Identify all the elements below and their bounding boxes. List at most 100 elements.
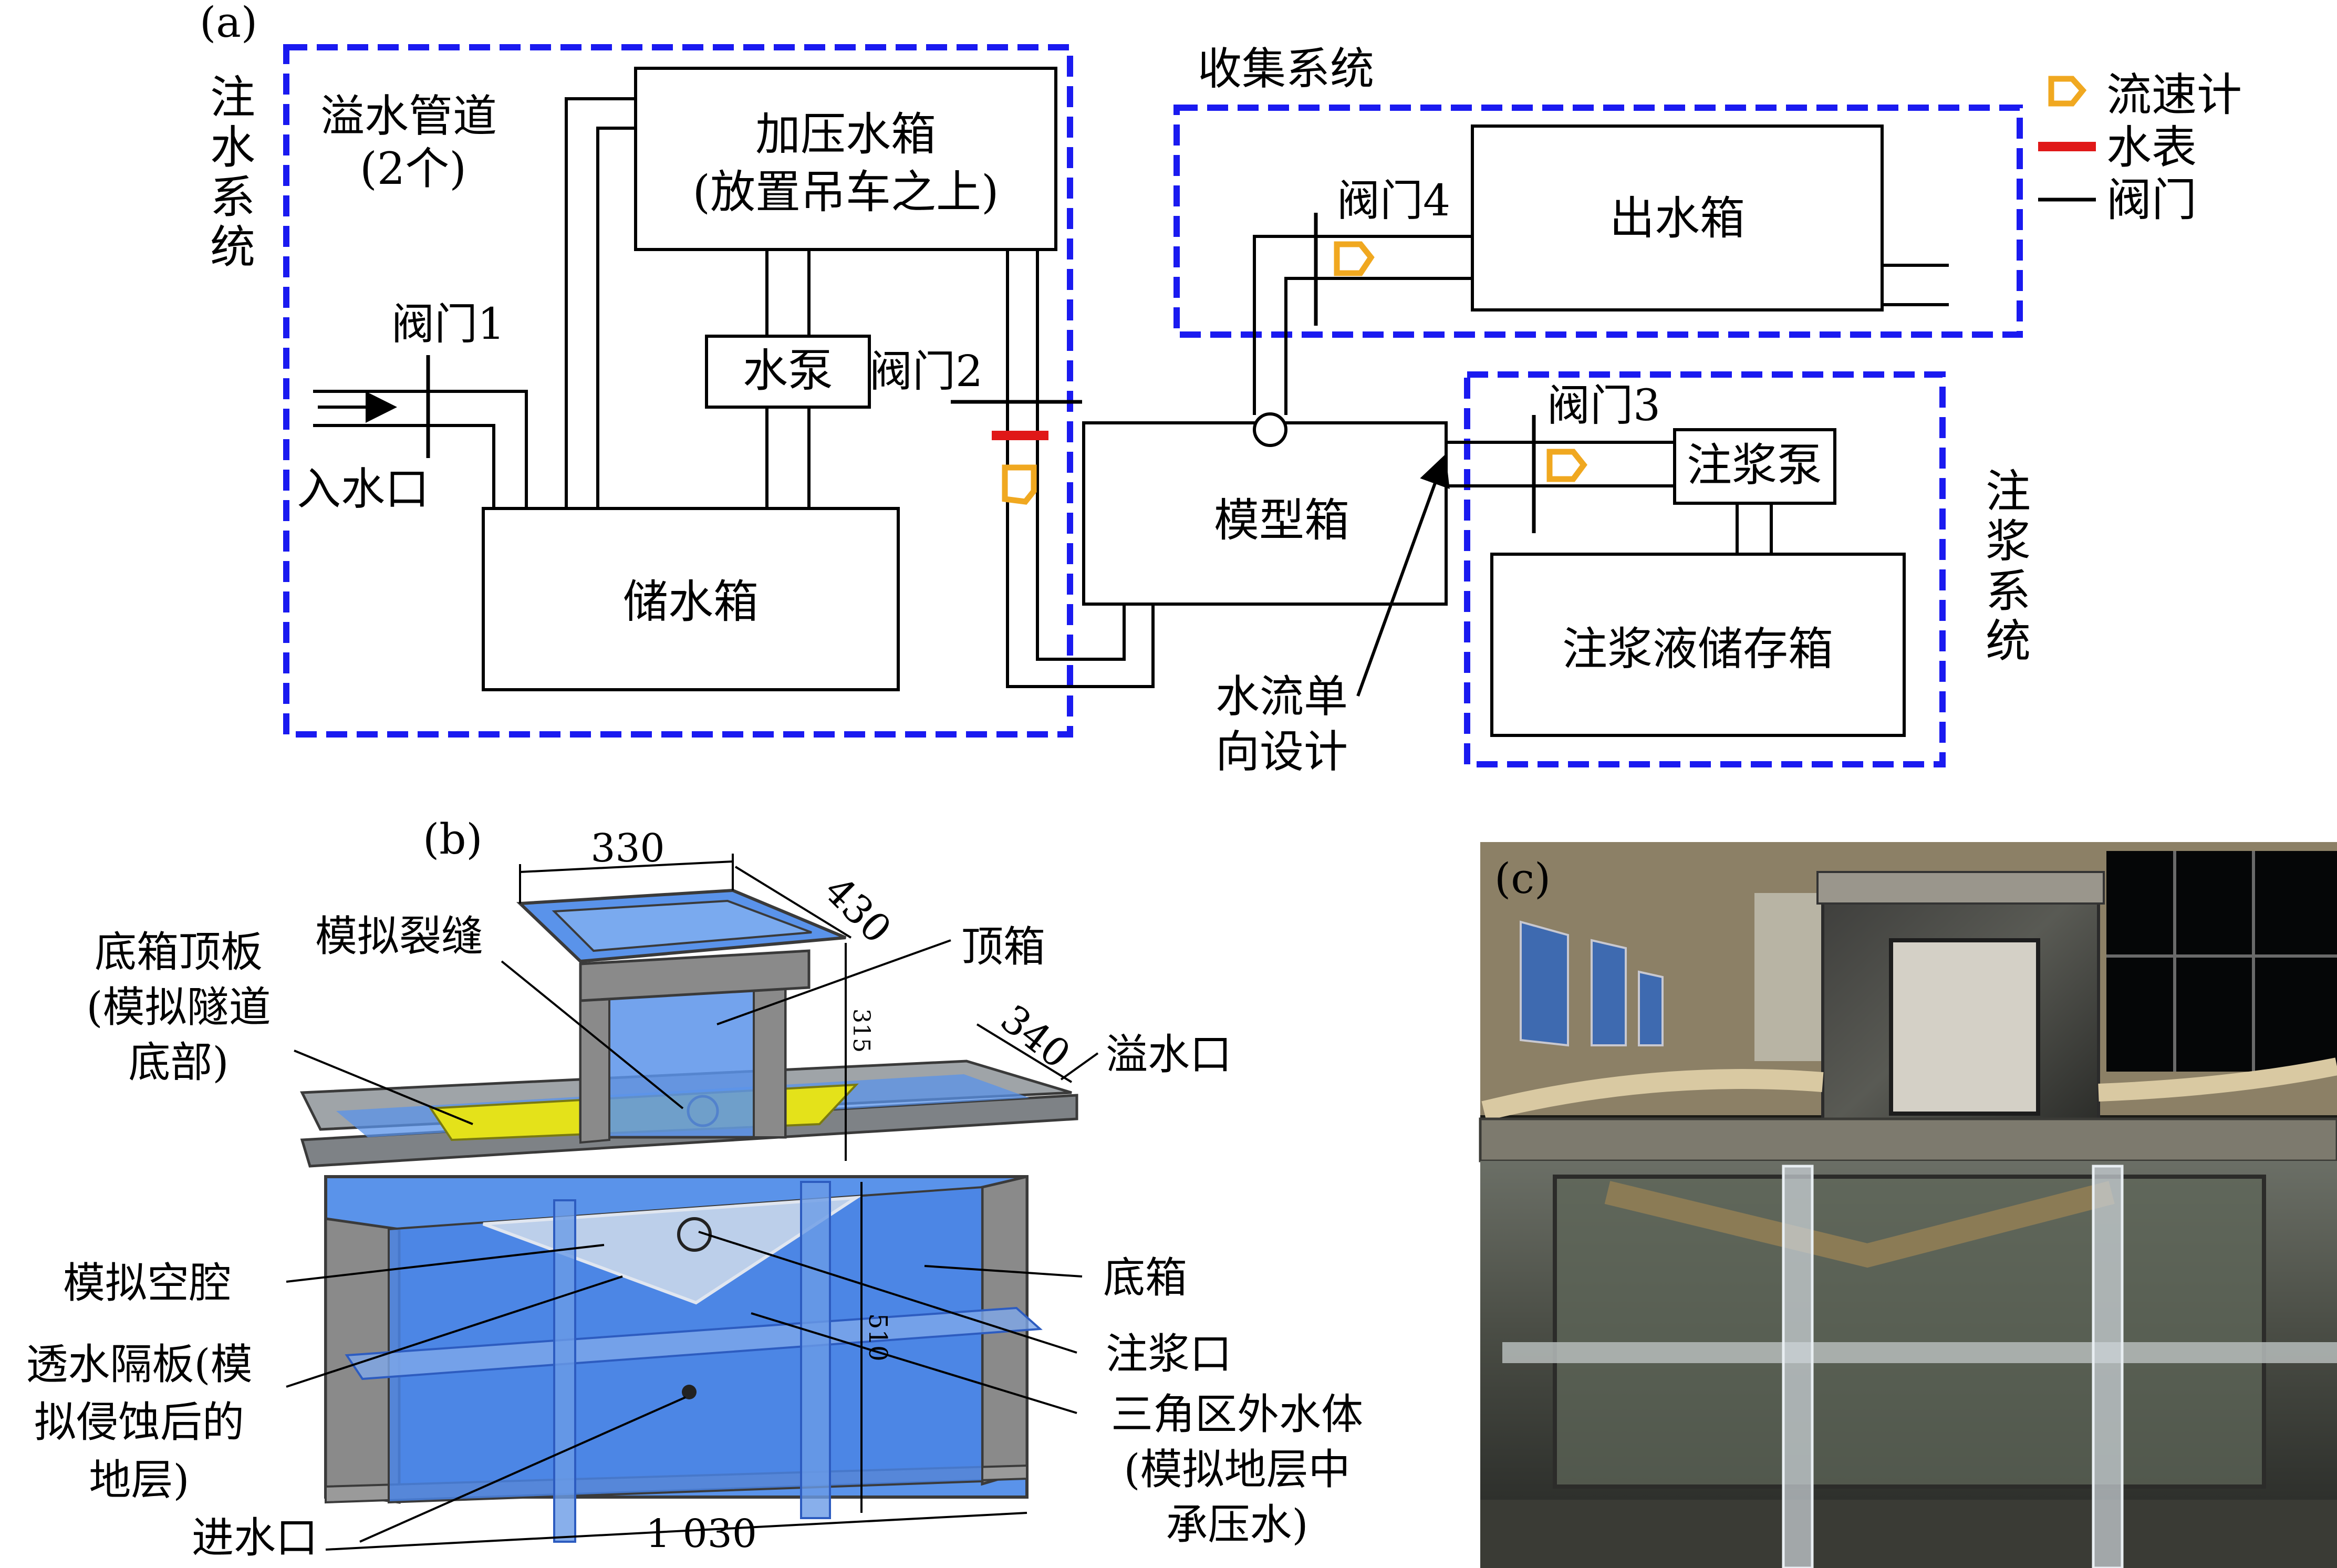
photo-top-box-lid <box>1816 871 2105 905</box>
grout-storage-label: 注浆液储存箱 <box>1562 623 1833 676</box>
top-box-label: 顶箱 <box>961 922 1045 971</box>
flowmeter-symbol-4 <box>1334 241 1375 276</box>
injection-system-label: 注 水 系 统 <box>210 71 255 274</box>
grouting-system-char-2: 浆 <box>1986 515 2031 568</box>
photo-hose-left <box>1481 1069 1824 1121</box>
overflow-pipe-label: 溢水管道 <box>320 90 497 142</box>
overflow-pipes <box>565 97 636 508</box>
photo-doorway <box>1754 893 1823 1061</box>
grout-pipes <box>1446 441 1773 554</box>
dimension-1030: 1 030 <box>646 1511 757 1556</box>
base-top-plate-label-1: 底箱顶板 <box>95 928 263 977</box>
grout-pump-label: 注浆泵 <box>1687 439 1822 492</box>
outlet-pipes <box>1253 235 1949 415</box>
base-top-plate-label-3: 底部) <box>128 1038 228 1087</box>
top-box-right-post <box>753 968 786 1138</box>
photo-posters <box>1520 920 1664 1047</box>
inlet-label: 入水口 <box>297 463 429 515</box>
outlet-tank-label: 出水箱 <box>1609 192 1745 245</box>
grouting-system-label: 注 浆 系 统 <box>1986 465 2031 668</box>
pressure-tank <box>634 67 1057 251</box>
valve3-label: 阀门3 <box>1547 381 1660 431</box>
outside-water-label-3: 承压水) <box>1166 1500 1308 1549</box>
outside-water-label-1: 三角区外水体 <box>1111 1390 1363 1439</box>
panel-a-label: (a) <box>200 0 257 47</box>
injection-system-char-2: 水 <box>210 121 255 174</box>
grouting-system-char-1: 注 <box>1986 465 2031 518</box>
injection-system-char-1: 注 <box>210 71 255 124</box>
injection-system-box <box>283 44 1073 738</box>
callout-lines <box>286 939 1099 1543</box>
permeable-plate-label-1: 透水隔板(模 <box>26 1340 252 1389</box>
grouting-system-char-4: 统 <box>1986 615 2031 668</box>
photo-v-pipe <box>1604 1181 2115 1268</box>
pressure-tank-note: (放置吊车之上) <box>692 166 999 219</box>
outside-water-label-2: (模拟地层中 <box>1124 1445 1350 1494</box>
water-meter-symbol <box>992 431 1048 440</box>
legend-valve-label: 阀门 <box>2106 174 2197 226</box>
model-outlet-circle <box>1253 412 1287 447</box>
dimension-315: 315 <box>848 1009 875 1053</box>
panel-c: (c) <box>1479 842 2337 1568</box>
permeable-plate <box>345 1306 1043 1380</box>
valve2-label: 阀门2 <box>869 347 983 397</box>
water-pump-label: 水泵 <box>743 345 833 397</box>
top-box-rim-inner <box>552 899 812 952</box>
photo-hose-right <box>2098 1057 2337 1102</box>
storage-tank-label: 储水箱 <box>623 576 759 628</box>
grout-storage-tank <box>1490 553 1906 737</box>
injection-system-char-4: 统 <box>210 221 255 274</box>
one-way-arrow <box>1356 454 1450 697</box>
permeable-plate-label-3: 地层) <box>89 1456 189 1504</box>
panel-c-label: (c) <box>1494 854 1551 903</box>
dimension-510: 510 <box>863 1313 892 1362</box>
top-box-left-post <box>579 975 610 1144</box>
panel-b: (b) <box>26 815 1363 1562</box>
base-box-label: 底箱 <box>1103 1253 1187 1302</box>
grouting-system-char-3: 系 <box>1986 565 2031 618</box>
inlet-port-label: 进水口 <box>192 1513 318 1562</box>
one-way-label-2: 向设计 <box>1216 726 1348 777</box>
photo-top-box-window <box>1889 938 2040 1116</box>
flowmeter-symbol-3 <box>1546 449 1587 482</box>
overflow-pipe-count: (2个) <box>360 143 466 194</box>
model-box <box>1082 421 1448 606</box>
simulated-cavity-label: 模拟空腔 <box>63 1259 231 1307</box>
legend-water-meter-label: 水表 <box>2106 121 2197 174</box>
storage-tank <box>482 507 900 691</box>
outlet-tank <box>1471 124 1884 311</box>
collection-system-box <box>1173 105 2023 338</box>
panel-a: (a) 注 水 系 统 溢水管道 (2个) 加压水箱 (放置吊车之上) 水泵 储… <box>200 0 2242 777</box>
dimension-340: 340 <box>992 996 1078 1077</box>
legend-water-meter-icon <box>2038 142 2096 151</box>
simulated-crack-label: 模拟裂缝 <box>315 912 483 961</box>
photo-bottom-plate <box>1480 1500 2337 1568</box>
water-pump <box>705 335 871 409</box>
photo-window <box>2106 851 2337 1072</box>
grouting-system-box <box>1464 371 1946 767</box>
grout-port-label: 注浆口 <box>1106 1330 1232 1378</box>
dimension-330: 330 <box>590 826 664 871</box>
flowmeter-symbol-2 <box>1002 464 1037 505</box>
grout-pump <box>1673 428 1836 505</box>
photo-window-mullions <box>2106 851 2337 1072</box>
valve4-label: 阀门4 <box>1337 176 1450 226</box>
top-box-collar <box>579 949 811 1002</box>
overflow-port-label: 溢水口 <box>1106 1030 1232 1079</box>
permeable-plate-label-2: 拟侵蚀后的 <box>34 1398 244 1447</box>
model-box-label: 模型箱 <box>1214 494 1349 547</box>
photo-main-beam <box>1479 1117 2337 1162</box>
one-way-label-1: 水流单 <box>1216 671 1348 722</box>
legend-flowmeter-icon <box>2048 76 2087 107</box>
photo-shelf <box>1502 1342 2337 1363</box>
inlet-port-circle <box>682 1385 697 1399</box>
legend: 流速计 水表 阀门 <box>2038 69 2242 226</box>
simulated-cavity-triangle <box>482 1196 863 1305</box>
base-top-plate-label-2: (模拟隧道 <box>86 983 271 1032</box>
pump-pipes <box>765 250 811 508</box>
injection-system-char-3: 系 <box>210 171 255 224</box>
photo-acrylic-supports <box>1782 1165 2124 1568</box>
panel-b-label: (b) <box>423 815 483 864</box>
inlet-pipe <box>313 390 528 508</box>
photo-base-glass <box>1553 1175 2266 1489</box>
